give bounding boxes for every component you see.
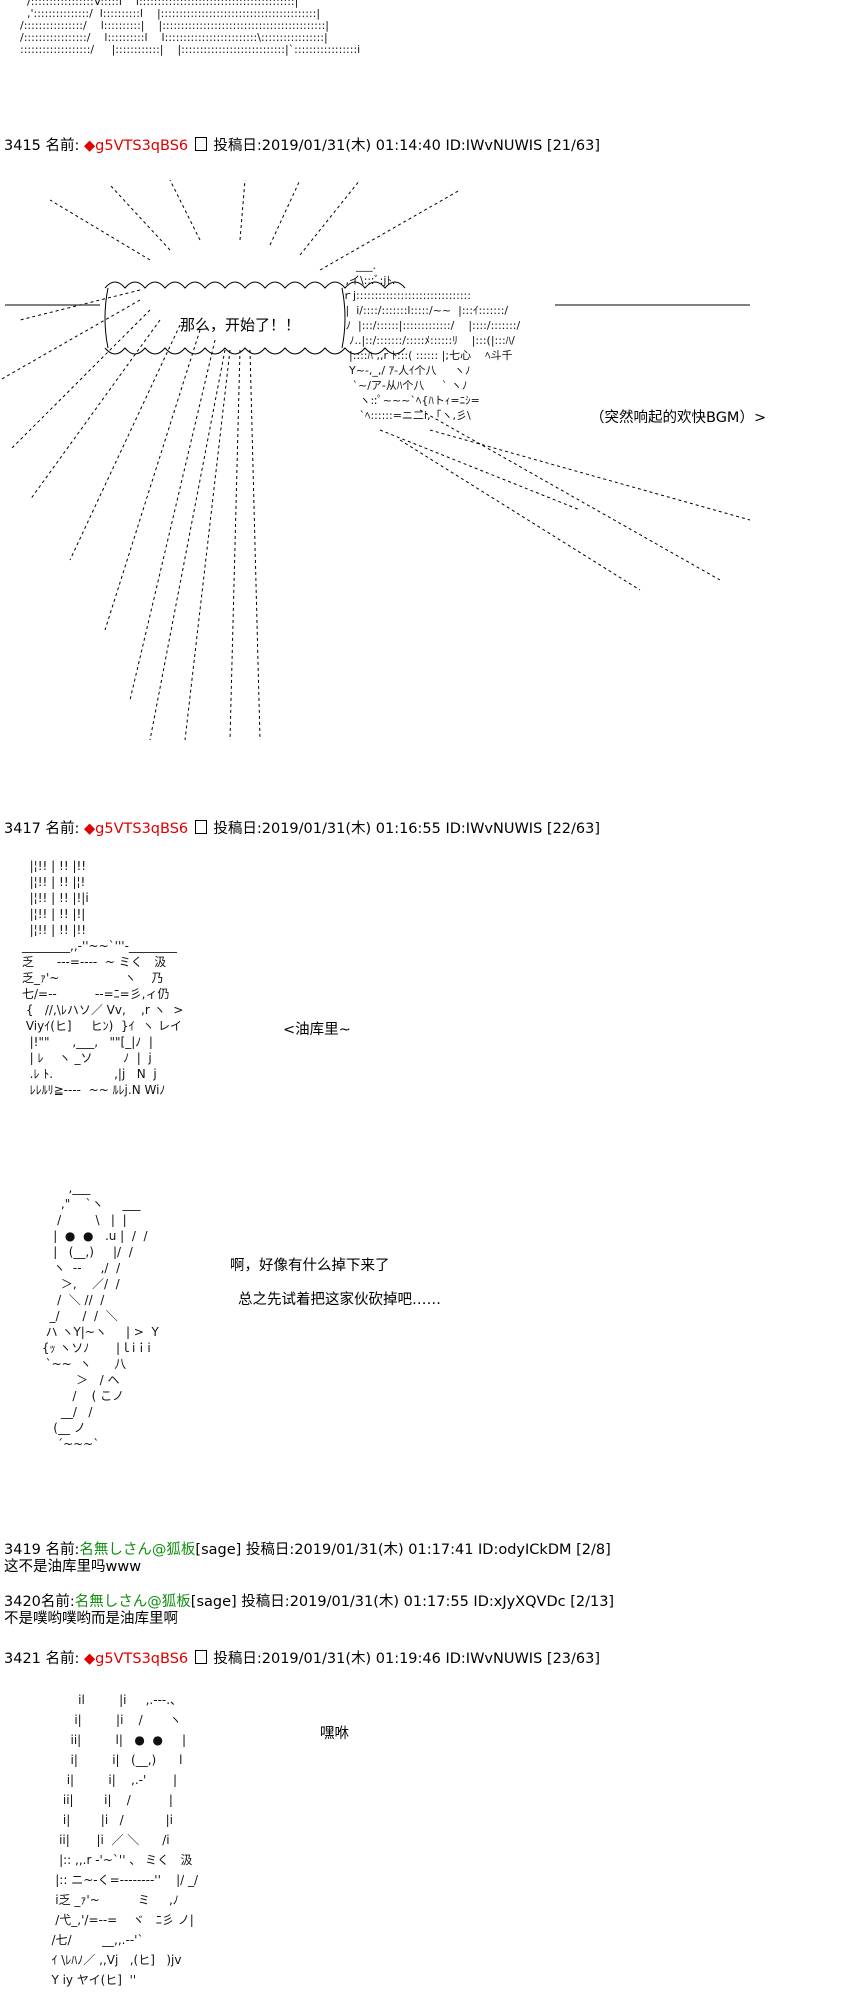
post-id: ID:IWvNUWIS [445, 1651, 543, 1667]
post-number: 3420 [4, 1594, 41, 1610]
post-header: 3420名前:名無しさん@狐板[sage] 投稿日:2019/01/31(木) … [4, 1594, 614, 1611]
date-label: 投稿日: [213, 1651, 262, 1667]
yukkuri-aa: |¦!! | !! |!! |¦!! | !! |¦! |¦!! | !! |!… [22, 859, 184, 1097]
anon-name: 名無しさん@狐板 [74, 1594, 191, 1610]
post-id: ID:xJyXQVDc [473, 1594, 566, 1610]
post-body: 这不是油库里吗www [4, 1559, 142, 1575]
top-aa-block: /:::::::::::::::::V:::::l l:::::::::::::… [20, 0, 361, 56]
trip-code: g5VTS3qBS6 [95, 1651, 189, 1667]
sage-tag: [sage] [190, 1594, 237, 1610]
checkbox-glyph-icon [194, 820, 207, 834]
post-number: 3419 [4, 1542, 41, 1558]
trip-code: g5VTS3qBS6 [95, 821, 189, 837]
post-number: 3417 [4, 821, 41, 837]
date-label: 投稿日: [213, 138, 262, 154]
post-date: 2019/01/31(木) 01:17:55 [289, 1594, 469, 1610]
yukkuri-label: <油库里~ [283, 1022, 351, 1038]
post-header: 3421 名前: ◆g5VTS3qBS6 投稿日:2019/01/31(木) 0… [4, 1650, 600, 1668]
trip-diamond-icon: ◆ [84, 1651, 96, 1667]
checkbox-glyph-icon [194, 1650, 207, 1664]
name-label: 名前: [45, 1651, 80, 1667]
name-label: 名前: [45, 821, 80, 837]
post-count: [23/63] [546, 1651, 601, 1667]
post-header: 3417 名前: ◆g5VTS3qBS6 投稿日:2019/01/31(木) 0… [4, 820, 600, 838]
character-right-aa: ___. ,イ\:::ﾞ:jﾄ. ｒj:::::::::::::::::::::… [341, 259, 521, 422]
post-body: 不是噗哟噗哟而是油库里啊 [4, 1611, 178, 1627]
date-label: 投稿日: [245, 1542, 295, 1558]
post-header: 3415 名前: ◆g5VTS3qBS6 投稿日:2019/01/31(木) 0… [4, 137, 600, 155]
post-id: ID:IWvNUWIS [445, 821, 543, 837]
post-id: ID:IWvNUWIS [445, 138, 543, 154]
anon-name: 名無しさん@狐板 [79, 1542, 196, 1558]
post-count: [22/63] [546, 821, 601, 837]
post-date: 2019/01/31(木) 01:17:41 [294, 1542, 474, 1558]
post-date: 2019/01/31(木) 01:14:40 [261, 138, 441, 154]
trip-code: g5VTS3qBS6 [95, 138, 189, 154]
post-date: 2019/01/31(木) 01:19:46 [261, 1651, 441, 1667]
bottom-aa: il |i ,.-‐-.、 i| |i / ヽ ii| l| ● ● | i| … [51, 1693, 199, 1987]
speech-beat: 总之先试着把这家伙砍掉吧…… [238, 1292, 441, 1308]
post-id: ID:odyICkDM [478, 1542, 572, 1558]
trip-diamond-icon: ◆ [84, 821, 96, 837]
post-count: [2/8] [576, 1542, 611, 1558]
post-count: [2/13] [570, 1594, 615, 1610]
date-label: 投稿日: [241, 1594, 290, 1610]
trip-diamond-icon: ◆ [84, 138, 96, 154]
date-label: 投稿日: [213, 821, 262, 837]
bgm-caption: （突然响起的欢快BGM）> [590, 410, 767, 426]
checkbox-glyph-icon [194, 137, 207, 151]
sage-tag: [sage] [195, 1542, 242, 1558]
post-number: 3421 [4, 1651, 41, 1667]
post-date: 2019/01/31(木) 01:16:55 [261, 821, 441, 837]
post-count: [21/63] [546, 138, 601, 154]
name-label: 名前: [45, 138, 80, 154]
speech-fell: 啊，好像有什么掉下来了 [230, 1258, 390, 1274]
speed-lines-art [0, 180, 847, 760]
knight-aa: ,___ ," `ヽ ___ / \ | | | ● ● .u | / / | … [41, 1181, 159, 1451]
post-number: 3415 [4, 138, 41, 154]
name-label: 名前: [45, 1542, 80, 1558]
speech-shout: 嘿咻 [320, 1726, 349, 1742]
name-label: 名前: [40, 1594, 75, 1610]
post-header: 3419 名前:名無しさん@狐板[sage] 投稿日:2019/01/31(木)… [4, 1542, 611, 1559]
speech-start: 那么，开始了！！ [180, 316, 301, 334]
